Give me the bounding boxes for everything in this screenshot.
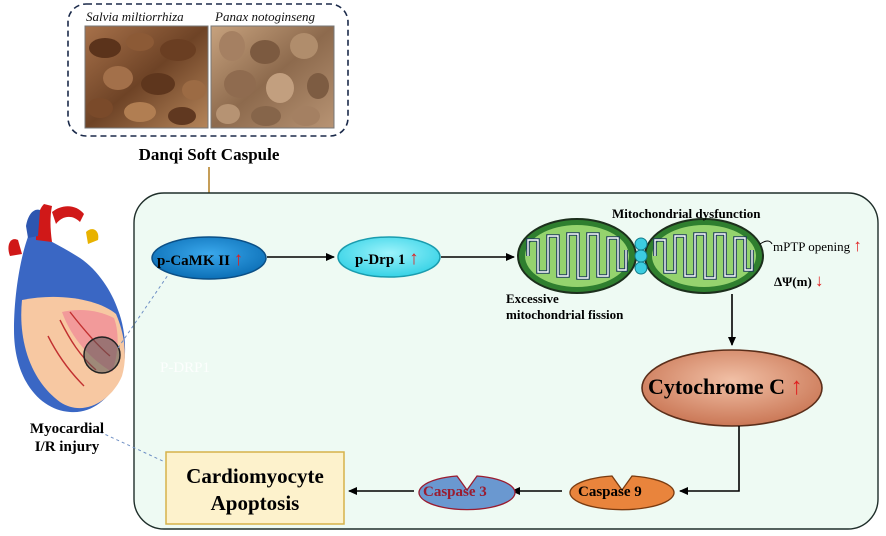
mitochondria [517, 218, 764, 294]
heart-label-line2: I/R injury [34, 439, 100, 455]
mptp-label: mPTP opening ↑ [773, 236, 862, 256]
cytc-ellipse [641, 349, 823, 427]
cytc-label: Cytochrome C ↑ [648, 374, 803, 401]
dpsi-label: ΔΨ(m) ↓ [774, 271, 824, 291]
mptp-up-arrow: ↑ [853, 236, 862, 255]
cytc-up-arrow: ↑ [790, 374, 803, 400]
camk-up-arrow: ↑ [233, 249, 244, 270]
drp1-text: p-Drp 1 [355, 252, 406, 268]
mito-title: Mitochondrial dysfunction [612, 206, 761, 221]
dpsi-text: ΔΨ(m) [774, 274, 812, 289]
fission-label: Excessive mitochondrial fission [506, 291, 623, 323]
apoptosis-line2: Apoptosis [210, 491, 300, 515]
apoptosis-box [165, 451, 345, 525]
casp3-shape [418, 475, 516, 511]
drp1-label: p-Drp 1 ↑ [355, 248, 419, 270]
camk-text: p-CaMK II [157, 253, 230, 269]
camk-label: p-CaMK II ↑ [157, 249, 243, 271]
drp1-ellipse [337, 236, 441, 278]
casp9-label: Caspase 9 [578, 484, 642, 500]
salvia-photo [84, 25, 209, 129]
apoptosis-label: Cardiomyocyte Apoptosis [166, 463, 344, 517]
panax-label: Panax notoginseng [215, 9, 316, 24]
mptp-text: mPTP opening [773, 239, 851, 254]
drp1-up-arrow: ↑ [409, 248, 419, 269]
dpsi-down-arrow: ↓ [815, 271, 824, 290]
casp3-label: Caspase 3 [423, 484, 487, 500]
cytc-text: Cytochrome C [648, 374, 786, 399]
product-label: Danqi Soft Caspule [138, 145, 280, 164]
fission-line1: Excessive [506, 291, 559, 306]
casp9-shape [569, 475, 675, 511]
salvia-label: Salvia miltiorrhiza [86, 9, 184, 24]
lesion-circle [83, 336, 121, 374]
apoptosis-line1: Cardiomyocyte [186, 464, 324, 488]
panax-photo [210, 25, 335, 129]
heart-label-line1: Myocardial [29, 421, 105, 437]
heart-label: Myocardial I/R injury [8, 420, 126, 456]
watermark-text: P-DRP1 [160, 360, 211, 376]
fission-line2: mitochondrial fission [506, 307, 624, 322]
camk-ellipse [151, 236, 267, 280]
heart-illustration [8, 204, 126, 413]
